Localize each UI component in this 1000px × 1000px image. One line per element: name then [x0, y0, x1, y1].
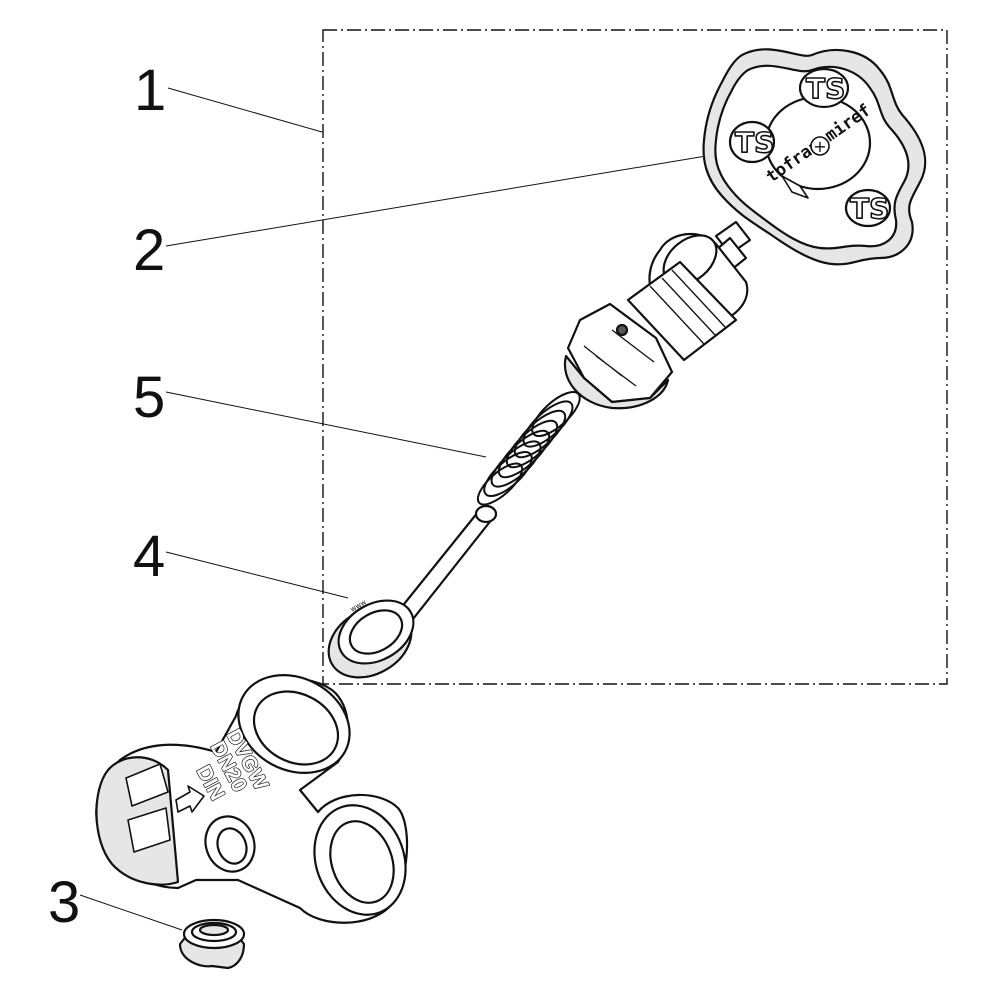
callout-1: 1	[134, 58, 166, 123]
valve-body: DVGW DN20 DIN	[95, 674, 409, 924]
leader-line-1	[167, 87, 323, 133]
spindle-bonnet	[563, 220, 752, 410]
callout-numbers: 1 2 5 4 3	[48, 58, 166, 935]
drain-plug-bore	[198, 923, 230, 937]
callout-3: 3	[48, 870, 80, 935]
handwheel-spoke	[781, 175, 809, 199]
ts-logo-icon	[798, 67, 850, 109]
bonnet-pin	[615, 323, 629, 337]
valve-rod-tip	[474, 504, 498, 524]
ts-logo-text-left: TS	[735, 126, 774, 159]
handwheel: TS TS TS tofrau miref +	[702, 48, 927, 266]
valve-plug: www	[327, 504, 498, 679]
assembly-boundary	[322, 29, 948, 685]
leader-line-3	[79, 894, 183, 931]
leader-line-4	[165, 551, 349, 599]
outlet-port-inner	[329, 820, 395, 904]
screw-mark-icon: +	[813, 137, 826, 156]
spindle-thread-lines	[649, 269, 727, 345]
top-port-inner	[252, 690, 340, 766]
callout-2: 2	[133, 218, 165, 283]
ts-logo-icon	[728, 120, 776, 164]
ts-logo-icon	[844, 188, 892, 228]
drain-plug	[178, 918, 246, 970]
spindle-threaded-body	[626, 260, 738, 362]
leader-line-2	[165, 155, 707, 247]
callout-5: 5	[133, 365, 165, 430]
drain-port-inner	[216, 827, 248, 865]
screw-head	[810, 136, 830, 156]
leader-lines	[79, 87, 707, 931]
inlet-ribs	[125, 763, 171, 853]
ts-logo-text-right: TS	[850, 192, 889, 225]
leader-line-5	[165, 391, 487, 458]
bonnet-hex-facets	[583, 329, 655, 387]
valve-disc-seal	[348, 609, 404, 655]
bonnet-seat	[563, 354, 670, 410]
callout-4: 4	[133, 524, 165, 589]
flow-arrow-icon	[175, 785, 205, 813]
spring	[476, 391, 581, 506]
ts-logo-text-top: TS	[806, 72, 845, 105]
handwheel-logos: TS TS TS	[728, 67, 892, 228]
